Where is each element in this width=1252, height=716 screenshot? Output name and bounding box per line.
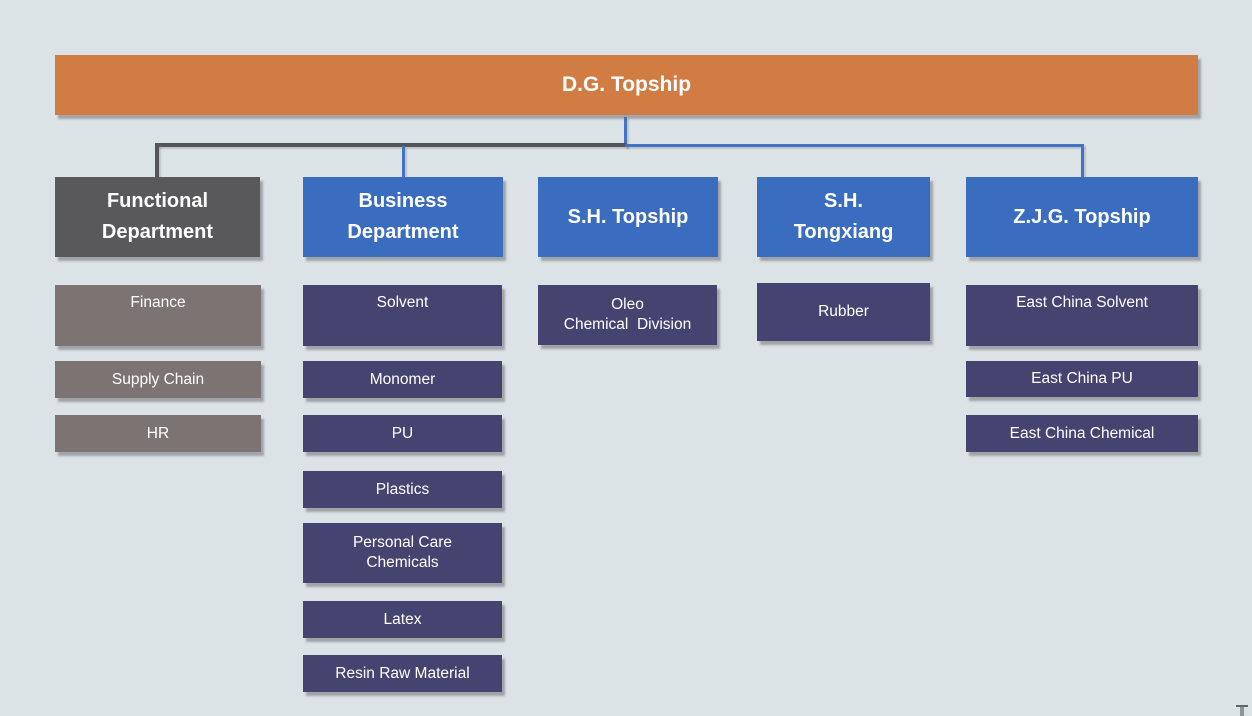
org-node-pu[interactable]: PU [303,415,502,452]
org-node-rubber[interactable]: Rubber [757,283,930,341]
cursor-bar-icon [1236,705,1248,707]
org-node-resin-raw-material[interactable]: Resin Raw Material [303,655,502,692]
connector-right-horizontal [625,144,1084,147]
cursor-stem-icon [1240,707,1244,716]
org-node-sh-topship[interactable]: S.H. Topship [538,177,718,257]
org-node-oleo-chemical-division[interactable]: Oleo Chemical Division [538,285,717,345]
org-node-business-department[interactable]: Business Department [303,177,503,257]
org-node-supply-chain[interactable]: Supply Chain [55,361,261,398]
org-node-latex[interactable]: Latex [303,601,502,638]
connector-root-stub [624,117,627,147]
connector-drop-zjg [1081,146,1084,177]
org-node-solvent[interactable]: Solvent [303,285,502,346]
org-node-finance[interactable]: Finance [55,285,261,346]
org-node-east-china-solvent[interactable]: East China Solvent [966,285,1198,346]
org-node-monomer[interactable]: Monomer [303,361,502,398]
org-node-east-china-chemical[interactable]: East China Chemical [966,415,1198,452]
org-node-sh-tongxiang[interactable]: S.H. Tongxiang [757,177,930,257]
connector-left-horizontal [155,143,627,147]
org-node-personal-care-chemicals[interactable]: Personal Care Chemicals [303,523,502,583]
org-node-dg-topship[interactable]: D.G. Topship [55,55,1198,115]
org-node-functional-department[interactable]: Functional Department [55,177,260,257]
org-node-zjg-topship[interactable]: Z.J.G. Topship [966,177,1198,257]
org-node-east-china-pu[interactable]: East China PU [966,361,1198,397]
org-node-hr[interactable]: HR [55,415,261,452]
connector-drop-functional [155,143,159,177]
org-node-plastics[interactable]: Plastics [303,471,502,508]
connector-drop-business [402,146,405,177]
